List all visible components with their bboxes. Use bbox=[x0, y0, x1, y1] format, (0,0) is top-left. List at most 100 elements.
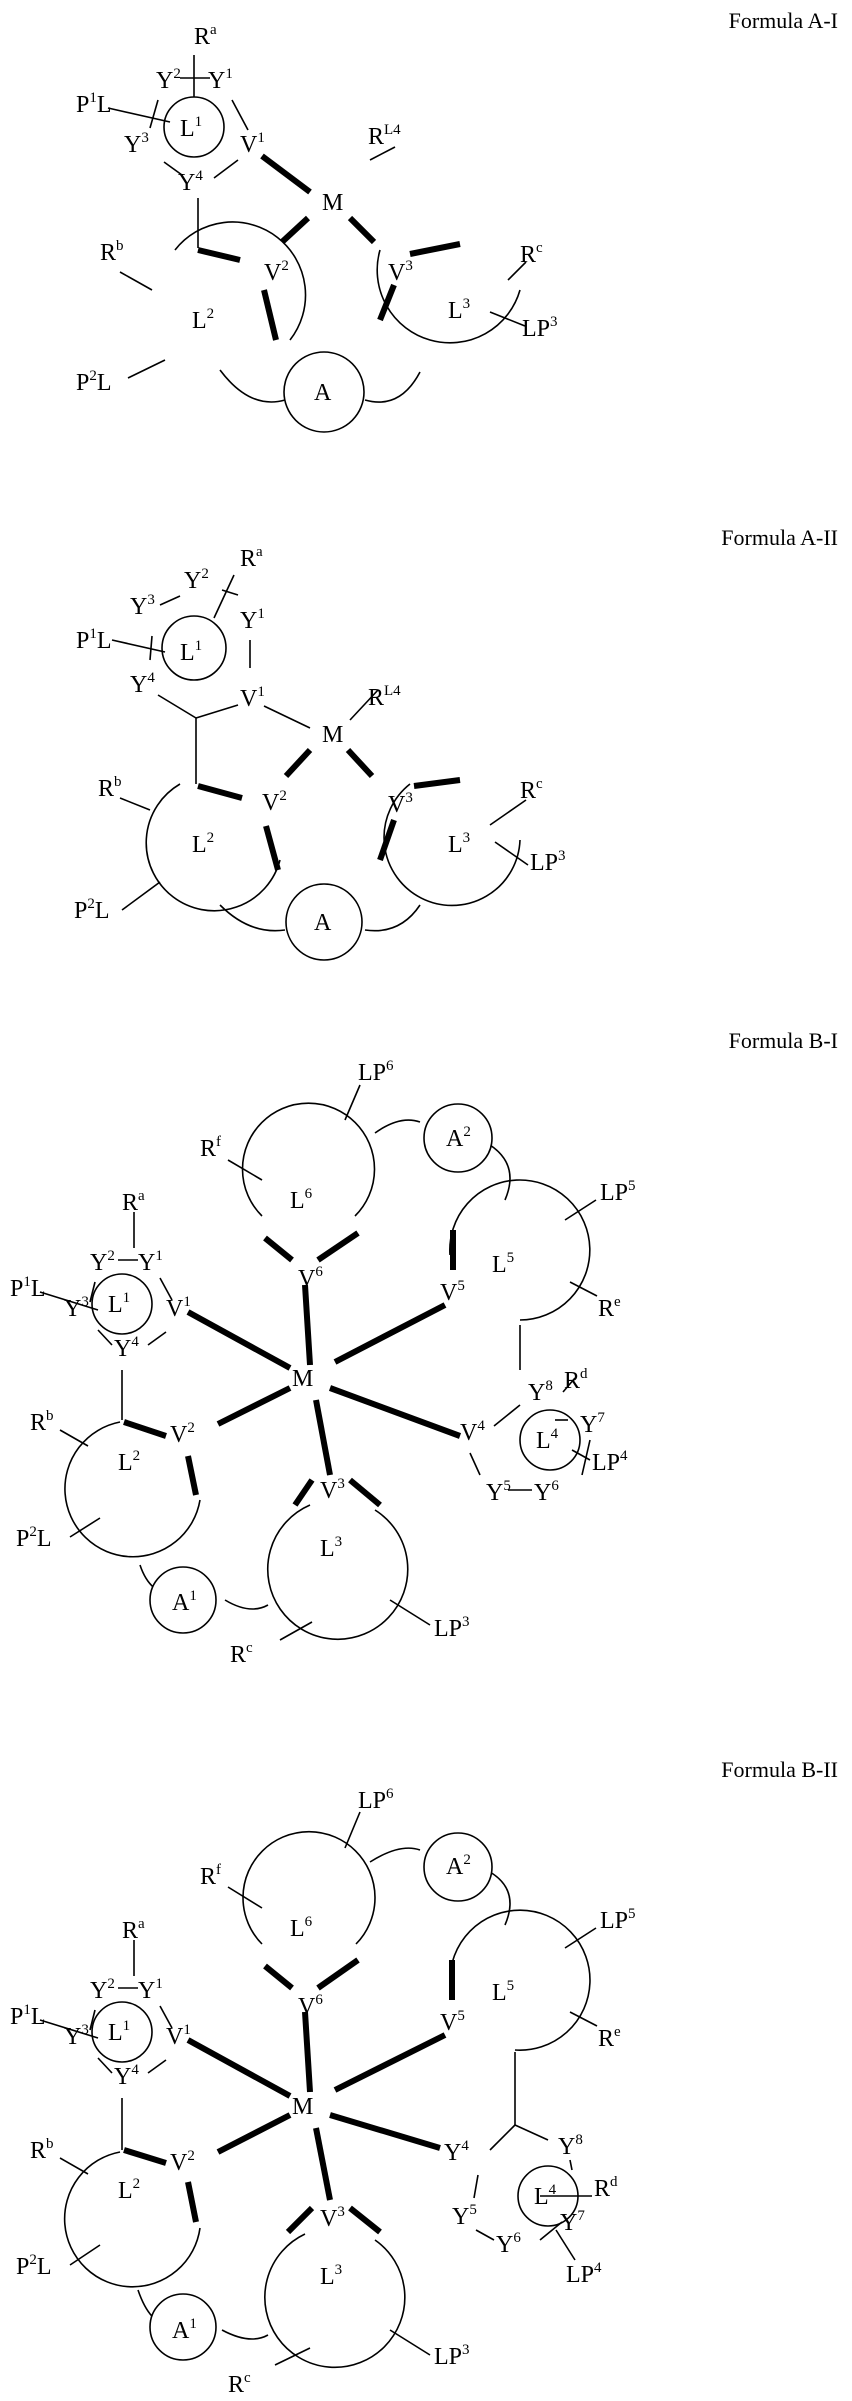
bond-l6-v6-right bbox=[318, 1960, 358, 1988]
bond-v3-right bbox=[350, 1480, 380, 1505]
label-p2l: P2L bbox=[76, 368, 112, 396]
label-y1: Y1 bbox=[138, 1976, 163, 2004]
label-y3: Y3 bbox=[64, 1294, 89, 1322]
label-y1: Y1 bbox=[240, 606, 265, 634]
label-rl4: RL4 bbox=[368, 683, 401, 711]
label-rf: Rf bbox=[200, 1862, 221, 1890]
label-rb: Rb bbox=[98, 774, 122, 802]
label-v6: V6 bbox=[298, 1264, 323, 1292]
label-v6: V6 bbox=[298, 1992, 323, 2020]
label-v3: V3 bbox=[388, 258, 413, 286]
label-y6: Y6 bbox=[534, 1478, 559, 1506]
bond-m-v3 bbox=[316, 2128, 330, 2200]
label-rf: Rf bbox=[200, 1134, 221, 1162]
label-ra: Ra bbox=[122, 1188, 145, 1216]
bond-rb bbox=[60, 2158, 88, 2174]
bond-l6-v6-left bbox=[265, 1966, 292, 1988]
bond-lp6 bbox=[345, 1085, 360, 1120]
label-y5: Y5 bbox=[486, 1478, 511, 1506]
label-v1: V1 bbox=[240, 684, 265, 712]
label-m: M bbox=[322, 722, 343, 748]
label-l3: L3 bbox=[320, 2262, 342, 2290]
label-lp4: LP4 bbox=[592, 1448, 628, 1476]
label-l6: L6 bbox=[290, 1914, 313, 1942]
bond-p1l bbox=[108, 108, 170, 122]
bond-rc bbox=[275, 2348, 310, 2365]
label-p1l: P1L bbox=[76, 90, 112, 118]
label-m: M bbox=[292, 1366, 313, 1392]
bond-y4-c bbox=[158, 695, 196, 718]
label-lp3: LP3 bbox=[522, 314, 558, 342]
label-v5: V5 bbox=[440, 2008, 465, 2036]
label-v2: V2 bbox=[170, 2148, 195, 2176]
label-p2l: P2L bbox=[16, 1524, 52, 1552]
bond-rf bbox=[228, 1887, 262, 1908]
bond-lp6 bbox=[345, 1812, 360, 1848]
label-lp3: LP3 bbox=[434, 1614, 470, 1642]
bond-y4-v1 bbox=[148, 2060, 166, 2073]
ring-l3 bbox=[268, 1505, 408, 1639]
ring-l2 bbox=[146, 784, 280, 911]
bond-m-v3 bbox=[316, 1400, 330, 1475]
formula-caption: Formula B-I bbox=[729, 1028, 838, 1053]
label-y2: Y2 bbox=[90, 1976, 115, 2004]
label-l3: L3 bbox=[448, 296, 470, 324]
bridge-a2-l5 bbox=[490, 1872, 510, 1925]
label-lp3: LP3 bbox=[434, 2342, 470, 2370]
bond-v5-m bbox=[335, 1305, 445, 1362]
label-v1: V1 bbox=[240, 130, 265, 158]
label-ra: Ra bbox=[122, 1916, 145, 1944]
label-rd: Rd bbox=[594, 2174, 618, 2202]
label-p2l: P2L bbox=[16, 2252, 52, 2280]
label-l5: L5 bbox=[492, 1978, 514, 2006]
bond-v2-down bbox=[188, 2182, 196, 2222]
label-y7: Y7 bbox=[580, 1410, 605, 1438]
label-rl4: RL4 bbox=[368, 122, 401, 150]
label-v3: V3 bbox=[388, 790, 413, 818]
label-y3: Y3 bbox=[130, 592, 155, 620]
bond-v6-m bbox=[305, 1285, 310, 1365]
label-l2: L2 bbox=[118, 1448, 140, 1476]
label-y4: Y4 bbox=[444, 2138, 469, 2166]
label-rb: Rb bbox=[100, 238, 124, 266]
bridge-right bbox=[365, 372, 420, 402]
bridge-a2-l5 bbox=[490, 1145, 510, 1200]
ring-l3 bbox=[265, 2234, 405, 2367]
bond-c-v1 bbox=[196, 705, 238, 718]
label-p2l: P2L bbox=[74, 896, 110, 924]
formula-b-i: Formula B-I bbox=[10, 1028, 838, 1668]
bridge-top bbox=[370, 1848, 420, 1862]
bond-v2-down bbox=[266, 826, 278, 870]
bond-v6-m bbox=[305, 2012, 310, 2092]
bond-v1-m bbox=[188, 1312, 290, 1368]
label-y4: Y4 bbox=[130, 670, 155, 698]
bond-c-y4 bbox=[490, 2125, 515, 2150]
formula-caption: Formula A-II bbox=[721, 525, 838, 550]
bond-l2-v2 bbox=[124, 2150, 166, 2163]
bond-v4-y8 bbox=[494, 1405, 520, 1426]
label-rd: Rd bbox=[564, 1366, 588, 1394]
bond-p2l bbox=[128, 360, 165, 378]
label-y2: Y2 bbox=[184, 566, 209, 594]
label-y2: Y2 bbox=[156, 66, 181, 94]
label-y5: Y5 bbox=[452, 2202, 477, 2230]
bridge-a1-l3 bbox=[222, 2330, 268, 2339]
label-p1l: P1L bbox=[10, 2002, 46, 2030]
bond-m-v2 bbox=[286, 750, 310, 776]
bond-rb bbox=[120, 272, 152, 290]
formula-a-i: Formula A-I RaY2Y1P1LL1Y3V1RL4Y4MRbV2V3R… bbox=[76, 8, 838, 432]
bond-y1-v1 bbox=[232, 100, 248, 130]
bond-l2-v2 bbox=[198, 250, 240, 260]
bond-v3-down bbox=[380, 820, 394, 860]
bond-l6-v6-left bbox=[265, 1238, 292, 1260]
bond-y7-y6 bbox=[582, 1440, 590, 1475]
bond-v1-m bbox=[262, 156, 310, 192]
bond-v3-l3 bbox=[410, 244, 460, 254]
label-ra: Ra bbox=[240, 544, 263, 572]
label-rc: Rc bbox=[520, 776, 543, 804]
bond-rb bbox=[60, 1430, 88, 1446]
label-re: Re bbox=[598, 1294, 621, 1322]
label-y8: Y8 bbox=[558, 2132, 583, 2160]
label-y7: Y7 bbox=[560, 2208, 585, 2236]
bond-lp5 bbox=[565, 1200, 596, 1220]
